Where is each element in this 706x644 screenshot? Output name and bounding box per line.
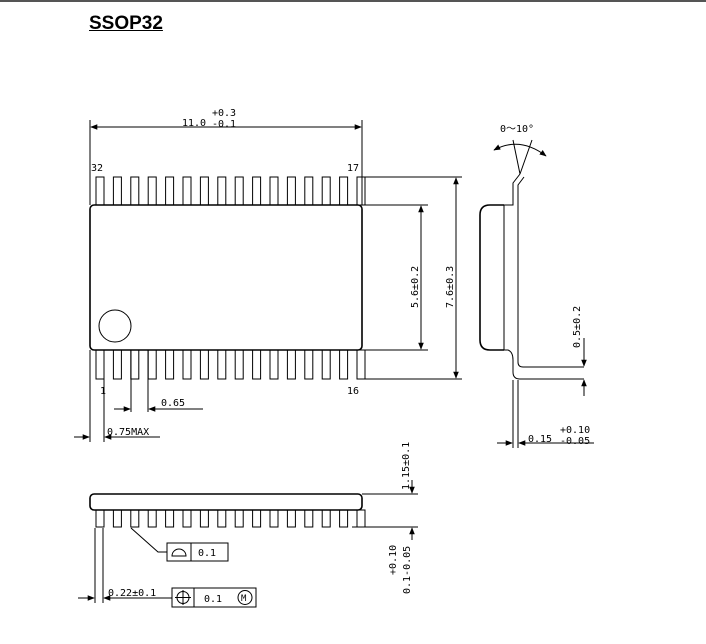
flatness-value: 0.1 [198, 548, 216, 559]
lead-front [234, 509, 244, 528]
position-frame [171, 587, 257, 608]
lead-front [217, 509, 227, 528]
standoff-label: 0.1-0.05 [402, 546, 413, 594]
lead-bottom [286, 349, 296, 380]
lead-top [304, 176, 314, 206]
lead-front [147, 509, 157, 528]
lead-top [286, 176, 296, 206]
lead-length-label: 0.5±0.2 [572, 306, 583, 348]
lead-bottom [252, 349, 262, 380]
angle-ref-line-1 [512, 139, 521, 175]
lead-top [95, 176, 105, 206]
lead-front [321, 509, 331, 528]
lead-top [321, 176, 331, 206]
lead-front [286, 509, 296, 528]
lead-bottom [130, 349, 140, 380]
lead-front [95, 509, 105, 528]
width-tol-plus: +0.3 [212, 108, 236, 119]
lead-bottom [234, 349, 244, 380]
package-title: SSOP32 [89, 13, 163, 34]
lead-width-label: 0.22±0.1 [108, 588, 156, 599]
lead-bottom [165, 349, 175, 380]
lead-top [339, 176, 349, 206]
package-body-side [479, 204, 504, 351]
lead-front [182, 509, 192, 528]
lead-top [147, 176, 157, 206]
lead-thk-nominal: 0.15 [528, 434, 552, 445]
package-body-front [89, 493, 363, 511]
end-offset-label: 0.75MAX [107, 427, 149, 438]
lead-front [304, 509, 314, 528]
bottom-leads [95, 349, 366, 380]
top-view: 32 17 1 16 11.0 +0.3 -0.1 5.6±0.2 7.6±0.… [74, 108, 462, 442]
lead-bottom-inner [517, 350, 584, 368]
lead-top [199, 176, 209, 206]
pin-label-32: 32 [91, 163, 103, 174]
lead-thk-tol-plus: +0.10 [560, 425, 590, 436]
pitch-label: 0.65 [161, 398, 185, 409]
mmc-symbol: M [241, 594, 247, 604]
total-height-label: 7.6±0.3 [445, 266, 456, 308]
lead-bottom [339, 349, 349, 380]
pin-label-17: 17 [347, 163, 359, 174]
top-border-line [0, 0, 706, 2]
lead-top-inner [517, 176, 525, 205]
front-view: 1.15±0.1 +0.10 0.1-0.05 0.1 0.22±0.1 0.1… [78, 442, 418, 608]
lead-bottom-outer [504, 349, 584, 380]
top-leads [95, 176, 366, 206]
lead-angle-label: 0～10° [500, 124, 534, 135]
flatness-leader [130, 527, 167, 553]
pin1-marker-circle [98, 309, 132, 343]
width-tol-minus: -0.1 [212, 119, 236, 130]
angle-arc [493, 143, 547, 157]
lead-bottom [321, 349, 331, 380]
lead-bottom [356, 349, 366, 380]
lead-top [130, 176, 140, 206]
standoff-tol-plus: +0.10 [388, 545, 399, 575]
lead-front [199, 509, 209, 528]
lead-bottom [199, 349, 209, 380]
lead-bottom [147, 349, 157, 380]
lead-top [356, 176, 366, 206]
lead-top-outer [504, 173, 521, 206]
front-leads [95, 509, 366, 528]
lead-top [182, 176, 192, 206]
lead-front [130, 509, 140, 528]
lead-top [217, 176, 227, 206]
lead-bottom [217, 349, 227, 380]
lead-top [165, 176, 175, 206]
lead-front [165, 509, 175, 528]
lead-bottom [112, 349, 122, 380]
lead-top [234, 176, 244, 206]
lead-front [252, 509, 262, 528]
lead-top [252, 176, 262, 206]
pin-label-16: 16 [347, 386, 359, 397]
lead-front [339, 509, 349, 528]
position-value: 0.1 [204, 594, 222, 605]
side-view: 0～10° 0.5±0.2 0.15 +0.10 -0.05 [479, 124, 594, 448]
mmc-symbol-circle [237, 590, 253, 605]
lead-thk-tol-minus: -0.05 [560, 436, 590, 447]
lead-bottom [182, 349, 192, 380]
width-nominal: 11.0 [182, 118, 206, 129]
lead-top [269, 176, 279, 206]
lead-bottom [269, 349, 279, 380]
pin-label-1: 1 [100, 386, 106, 397]
lead-bottom [95, 349, 105, 380]
lead-bottom [304, 349, 314, 380]
lead-front [112, 509, 122, 528]
body-thickness-label: 1.15±0.1 [401, 442, 412, 490]
lead-top [112, 176, 122, 206]
flatness-frame [166, 542, 229, 562]
lead-front [356, 509, 366, 528]
flatness-symbol [171, 548, 187, 557]
body-height-label: 5.6±0.2 [410, 266, 421, 308]
lead-front [269, 509, 279, 528]
